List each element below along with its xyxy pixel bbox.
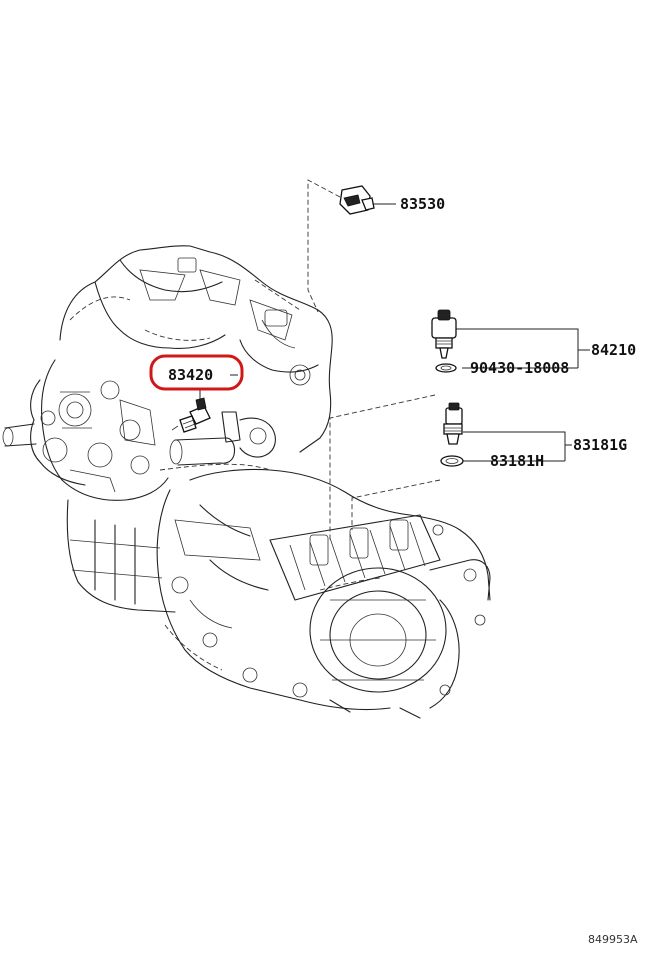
- callout-83530[interactable]: 83530: [400, 195, 445, 213]
- callout-84210[interactable]: 84210: [591, 341, 636, 359]
- transaxle-assembly: [2, 245, 491, 719]
- callout-83420[interactable]: 83420: [168, 366, 213, 384]
- callout-83181g[interactable]: 83181G: [573, 436, 627, 454]
- part-83530-switch[interactable]: [339, 185, 375, 215]
- callout-83181h[interactable]: 83181H: [490, 452, 544, 470]
- part-83181h-gasket[interactable]: [440, 455, 464, 467]
- callout-labels: 83530 84210 90430-18008 83181G 83181H 83…: [168, 195, 636, 470]
- drawing-id: 849953A: [588, 933, 638, 946]
- part-90430-18008-gasket[interactable]: [435, 363, 457, 373]
- part-84210-sensor[interactable]: [431, 309, 457, 359]
- part-83181g-switch[interactable]: [443, 402, 463, 445]
- part-83420-sensor[interactable]: [171, 397, 211, 433]
- highlight-ring: [149, 354, 244, 391]
- leader-lines: [199, 179, 590, 540]
- callout-90430-18008[interactable]: 90430-18008: [470, 359, 569, 377]
